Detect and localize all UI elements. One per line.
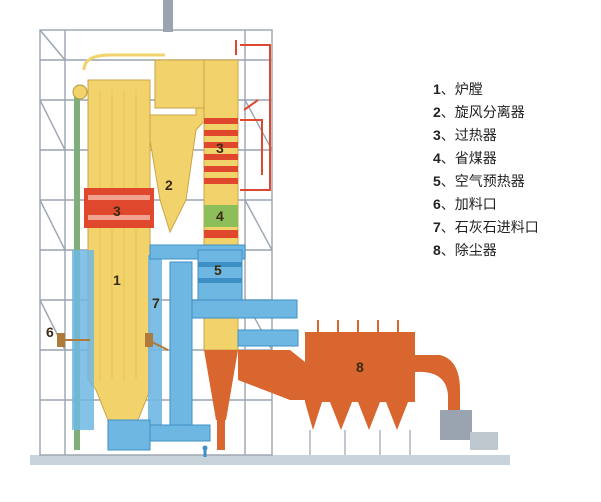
chimney-top	[163, 0, 173, 32]
induced-draft-fan	[440, 410, 498, 450]
steam-piping	[235, 40, 271, 191]
ground	[30, 455, 510, 465]
callout-superheater-right: 3	[216, 140, 224, 156]
economizer-band	[204, 230, 238, 238]
callout-dust-collector: 8	[356, 359, 364, 375]
callout-superheater-left: 3	[113, 203, 121, 219]
steam-drum	[72, 84, 88, 100]
legend-list: 1、炉膛 2、旋风分离器 3、过热器 4、省煤器 5、空气预热器 6、加料口 7…	[433, 78, 539, 262]
furnace-tubes	[99, 90, 137, 380]
callout-furnace: 1	[113, 272, 121, 288]
legend-item: 1、炉膛	[433, 81, 483, 98]
rear-hopper	[204, 350, 238, 420]
legend-item: 2、旋风分离器	[433, 104, 525, 121]
legend-item: 5、空气预热器	[433, 173, 525, 190]
legend-item: 8、除尘器	[433, 242, 497, 259]
drum-line	[82, 53, 165, 71]
air-preheater	[197, 249, 243, 301]
callout-limestone-port: 7	[152, 295, 160, 311]
rear-hopper-stem	[217, 420, 225, 450]
furnace	[87, 79, 151, 421]
superheater-right	[204, 118, 238, 184]
legend-item: 4、省煤器	[433, 150, 497, 167]
economizer	[204, 205, 238, 227]
callout-cyclone: 2	[165, 177, 173, 193]
legend-item: 6、加料口	[433, 196, 497, 213]
legend-item: 7、石灰石进料口	[433, 219, 539, 236]
feed-port	[57, 333, 90, 347]
furnace-side-panel	[148, 255, 162, 425]
legend-item: 3、过热器	[433, 127, 497, 144]
flue-duct	[238, 350, 305, 400]
cyclone	[149, 99, 211, 234]
cyclone-inlet	[154, 59, 206, 109]
callout-air-preheater: 5	[214, 262, 222, 278]
superheater-left	[84, 188, 154, 228]
person-figure	[202, 445, 208, 457]
limestone-port	[145, 333, 169, 351]
dust-collector	[305, 320, 415, 455]
callout-economizer: 4	[216, 208, 224, 224]
callout-feed-port: 6	[46, 324, 54, 340]
